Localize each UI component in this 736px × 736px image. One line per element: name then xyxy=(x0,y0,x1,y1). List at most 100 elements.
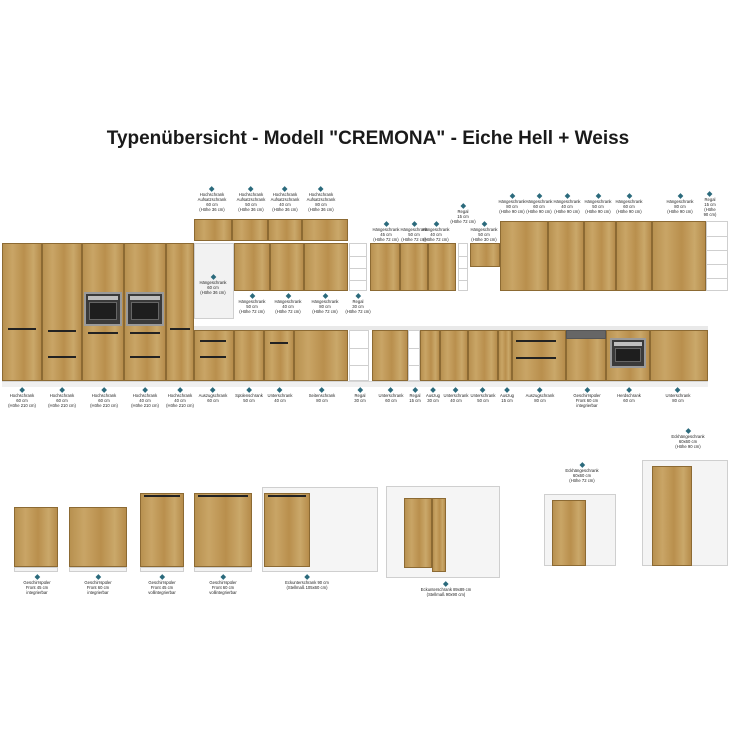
marker-icon xyxy=(355,293,361,299)
marker-icon xyxy=(19,387,25,393)
label-line: (Stellmaß 105x60 cm) xyxy=(286,585,328,590)
plinth xyxy=(140,567,184,572)
label-line: Unterschrank xyxy=(443,393,469,398)
marker-icon xyxy=(626,387,632,393)
marker-icon xyxy=(177,387,183,393)
dishwasher-panel xyxy=(566,330,606,339)
label-line: 40 cm xyxy=(282,304,294,309)
label-line: Hochschrank xyxy=(272,192,298,197)
label-line: Auszug xyxy=(500,393,514,398)
label-line: Geschirrspüler xyxy=(23,580,51,585)
label-line: Hochschrank xyxy=(167,393,193,398)
base-cabinet xyxy=(468,330,498,381)
wall-cabinet xyxy=(652,221,706,291)
label-line: 60 cm xyxy=(56,398,68,403)
marker-icon xyxy=(322,293,328,299)
unit-label-eck-89: Eckunterschrank 89x89 cm(Stellmaß 90x90 … xyxy=(421,581,471,597)
open-shelf xyxy=(458,243,468,291)
label-line: 40 cm xyxy=(450,398,462,403)
top-cabinet xyxy=(302,219,348,241)
label-line: Front 60 cm xyxy=(211,585,235,590)
label-line: Hochschrank xyxy=(308,192,334,197)
label-line: Aufsatzschrank xyxy=(236,197,266,202)
handle xyxy=(270,342,288,344)
wall-cabinet-small xyxy=(470,243,500,267)
marker-icon xyxy=(159,574,165,580)
corner-cabinet-l-door xyxy=(404,498,432,568)
marker-icon xyxy=(248,186,254,192)
label-line: Geschirrspüler xyxy=(148,580,176,585)
label-line: 40 cm xyxy=(279,202,291,207)
wall-cabinet xyxy=(234,243,270,291)
top-cabinet xyxy=(194,219,232,241)
page-title: Typenübersicht - Modell "CREMONA" - Eich… xyxy=(106,128,630,149)
label-line: 30 cm xyxy=(352,304,364,309)
label-line: Hängeschrank xyxy=(422,227,450,232)
marker-icon xyxy=(443,581,449,587)
marker-icon xyxy=(304,574,310,580)
label-line: (Stellmaß 90x90 cm) xyxy=(426,592,466,597)
label-line: 60 cm xyxy=(623,204,635,209)
marker-icon xyxy=(584,387,590,393)
label-line: Eckunterschrank 90 cm xyxy=(285,580,329,585)
label-line: 45 cm xyxy=(380,232,392,237)
handle xyxy=(516,340,556,342)
label-line: 40 cm xyxy=(174,398,186,403)
label-line: (Höhe 90 cm) xyxy=(526,209,552,214)
label-line: (Höhe 210 cm) xyxy=(8,403,36,408)
label-line: (Höhe 36 cm) xyxy=(200,290,226,295)
label-line: 50 cm xyxy=(478,232,490,237)
label-line: Hochschrank xyxy=(49,393,75,398)
label-line: 40 cm xyxy=(274,398,286,403)
marker-icon xyxy=(357,387,363,393)
label-line: integrierbar xyxy=(26,590,48,595)
label-line: 40 cm xyxy=(139,398,151,403)
label-line: 15 cm xyxy=(409,398,421,403)
label-line: Unterschrank xyxy=(665,393,691,398)
label-line: (Höhe 72 cm) xyxy=(312,309,338,314)
handle xyxy=(48,330,76,332)
base-cabinet xyxy=(264,330,294,381)
marker-icon xyxy=(142,387,148,393)
unit-label-eck-90: Eckunterschrank 90 cm(Stellmaß 105x60 cm… xyxy=(285,574,329,590)
label-line: Spülenschrank xyxy=(235,393,263,398)
handle xyxy=(130,356,160,358)
top-cabinet xyxy=(268,219,302,241)
label-line: Unterschrank xyxy=(470,393,496,398)
label-line: 60 cm xyxy=(385,398,397,403)
label-line: integrierbar xyxy=(576,403,598,408)
handle xyxy=(130,332,160,334)
wall-cabinet xyxy=(400,243,428,291)
label-line: Hochschrank xyxy=(9,393,35,398)
label-line: Regal xyxy=(352,299,364,304)
label-line: Geschirrspüler xyxy=(84,580,112,585)
label-line: (Höhe 90 cm) xyxy=(554,209,580,214)
tall-cabinet xyxy=(2,243,42,381)
label-line: Seitenschrank xyxy=(308,393,336,398)
tall-cabinet xyxy=(166,243,194,381)
handle xyxy=(170,328,190,330)
label-line: vollintegrierbar xyxy=(209,590,237,595)
label-line: Auszugschrank xyxy=(525,393,555,398)
marker-icon xyxy=(388,387,394,393)
label-line: (Höhe 72 cm) xyxy=(373,237,399,242)
